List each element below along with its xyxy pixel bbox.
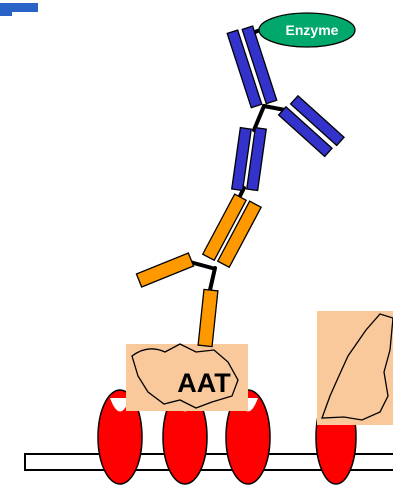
top-left-fragment xyxy=(0,3,38,16)
antigen-label: AAT xyxy=(177,368,231,398)
secondary-antibody xyxy=(227,26,344,190)
enzyme-label: Enzyme xyxy=(286,22,339,38)
primary-antibody xyxy=(136,194,261,346)
